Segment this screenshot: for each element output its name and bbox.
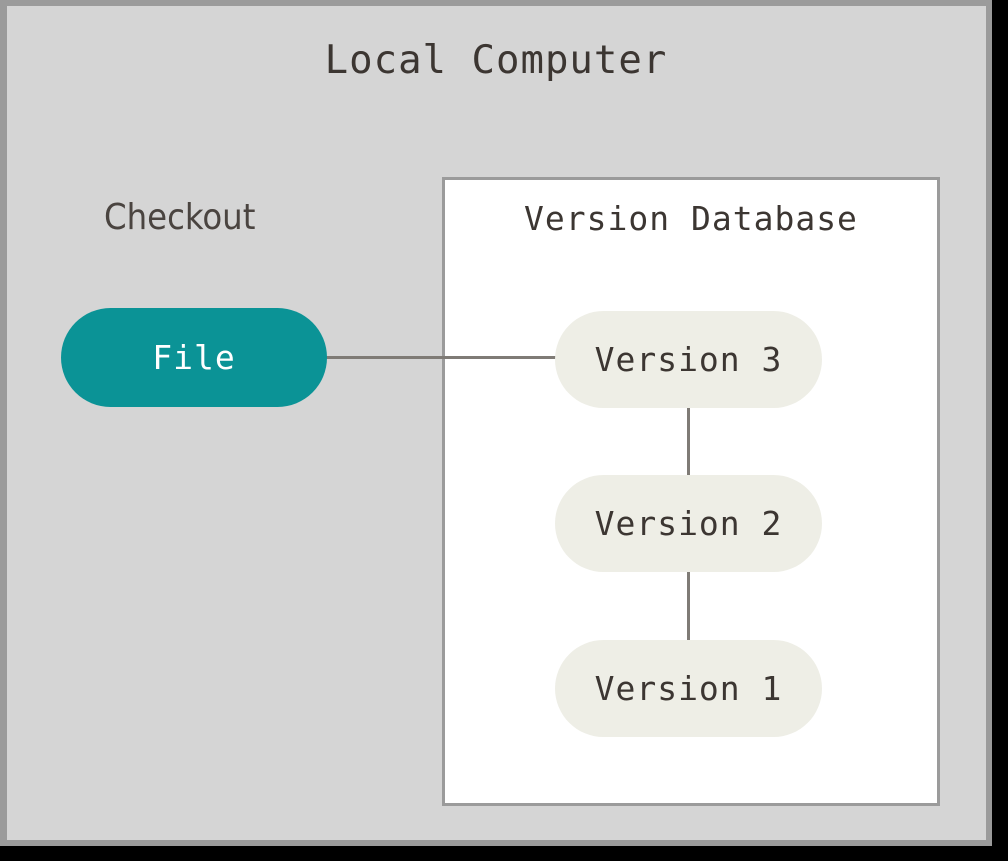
version-database-title: Version Database: [524, 199, 858, 238]
file-node[interactable]: File: [61, 308, 327, 407]
file-node-label: File: [152, 338, 236, 377]
version-node-1-label: Version 1: [594, 669, 783, 708]
connector-version3-to-version2: [687, 404, 690, 479]
local-computer-title: Local Computer: [324, 38, 668, 83]
version-node-2-label: Version 2: [594, 504, 783, 543]
version-node-1[interactable]: Version 1: [555, 640, 822, 737]
checkout-label: Checkout: [104, 197, 256, 238]
connector-file-to-version3: [326, 356, 558, 359]
version-node-3[interactable]: Version 3: [555, 311, 822, 408]
version-node-3-label: Version 3: [594, 340, 783, 379]
version-node-2[interactable]: Version 2: [555, 475, 822, 572]
connector-version2-to-version1: [687, 569, 690, 643]
